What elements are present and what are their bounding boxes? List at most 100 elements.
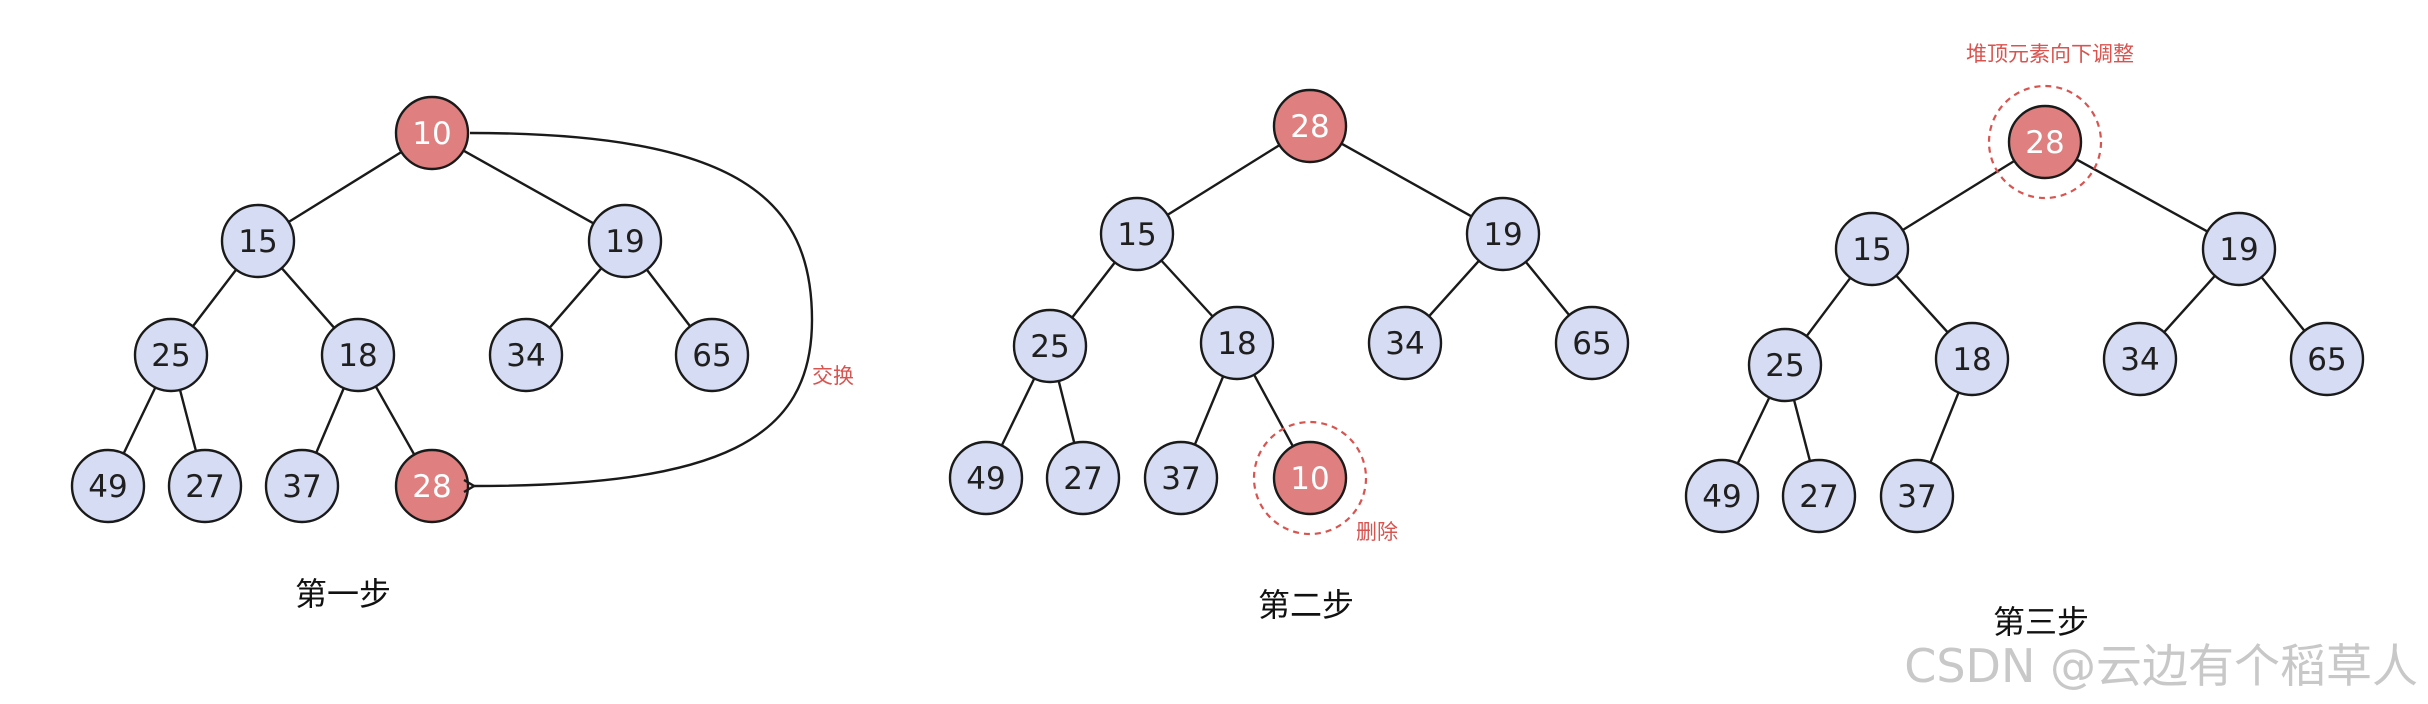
node-circle [488, 317, 564, 393]
node-value: 27 [1063, 461, 1102, 497]
tree-edge [645, 268, 692, 328]
tree-edge [2260, 276, 2306, 332]
node-circle [167, 448, 243, 524]
node-value: 28 [412, 469, 451, 505]
node-circle [1272, 88, 1348, 164]
node-value: 18 [338, 338, 377, 374]
node-circle [1934, 321, 2010, 397]
node-circle [1781, 458, 1857, 534]
node-value: 49 [88, 469, 127, 505]
node-circle [1272, 440, 1348, 516]
heap-node: 65 [1554, 305, 1630, 381]
heap-node: 28 [2007, 104, 2083, 180]
tree-edge [1057, 380, 1076, 444]
tree-edge [1792, 399, 1812, 462]
tree-edge [122, 386, 157, 455]
node-circle [1834, 211, 1910, 287]
heap-node: 65 [2289, 321, 2365, 397]
node-circle [2201, 211, 2277, 287]
node-circle [587, 203, 663, 279]
heap-node: 27 [167, 448, 243, 524]
tree-edge [374, 385, 416, 456]
swap-arrow [470, 131, 814, 486]
heap-node: 28 [394, 448, 470, 524]
node-value: 28 [2025, 125, 2064, 161]
node-circle [220, 203, 296, 279]
tree-edge [315, 387, 345, 454]
tree-edge [1428, 259, 1480, 318]
heap-node: 10 [394, 95, 470, 171]
node-value: 19 [2219, 232, 2258, 268]
tree-edge [462, 149, 595, 225]
node-value: 27 [1799, 479, 1838, 515]
tree-edge [1805, 277, 1852, 337]
node-value: 49 [1702, 479, 1741, 515]
node-circle [2007, 104, 2083, 180]
node-circle [1684, 458, 1760, 534]
node-value: 25 [1765, 348, 1804, 384]
tree-edge [1000, 377, 1036, 447]
heap-node: 19 [1465, 196, 1541, 272]
node-value: 18 [1952, 342, 1991, 378]
heap-node: 15 [1834, 211, 1910, 287]
sift-down-highlight-ring [1987, 84, 2103, 200]
sift-down-label: 堆顶元素向下调整 [1966, 42, 2134, 66]
heap-node: 37 [1143, 440, 1219, 516]
tree-edge [1340, 142, 1473, 218]
heap-node: 18 [1199, 305, 1275, 381]
tree-edge [548, 267, 603, 329]
heap-node: 28 [1272, 88, 1348, 164]
tree-edge [1901, 159, 2016, 232]
heap-node: 49 [1684, 458, 1760, 534]
node-value: 65 [1572, 326, 1611, 362]
node-circle [320, 317, 396, 393]
heap-node: 19 [587, 203, 663, 279]
heap-node: 25 [1747, 327, 1823, 403]
node-value: 10 [412, 116, 451, 152]
node-value: 15 [1117, 217, 1156, 253]
node-value: 18 [1217, 326, 1256, 362]
tree-edge [1895, 274, 1949, 334]
node-circle [1143, 440, 1219, 516]
node-value: 49 [966, 461, 1005, 497]
node-circle [1367, 305, 1443, 381]
node-circle [948, 440, 1024, 516]
node-circle [1099, 196, 1175, 272]
tree-edge [280, 267, 336, 329]
heap-node: 34 [488, 317, 564, 393]
node-value: 34 [1385, 326, 1424, 362]
node-circle [1045, 440, 1121, 516]
heap-node: 65 [674, 317, 750, 393]
heap-node: 19 [2201, 211, 2277, 287]
step-caption: 第二步 [1258, 586, 1354, 624]
node-value: 34 [2120, 342, 2159, 378]
node-circle [394, 95, 470, 171]
node-circle [133, 317, 209, 393]
step-caption: 第三步 [1993, 603, 2089, 641]
swap-label: 交换 [812, 364, 854, 388]
node-value: 19 [605, 224, 644, 260]
node-value: 27 [185, 469, 224, 505]
heap-node: 49 [948, 440, 1024, 516]
tree-edge [1160, 259, 1214, 318]
node-value: 15 [238, 224, 277, 260]
tree-edge [1193, 375, 1225, 446]
heap-node: 10 [1272, 440, 1348, 516]
tree-edge [1166, 144, 1281, 216]
step-caption: 第一步 [295, 575, 391, 613]
tree-edge [1253, 374, 1294, 447]
node-value: 10 [1290, 461, 1329, 497]
tree-edge [1071, 261, 1116, 319]
node-circle [1554, 305, 1630, 381]
node-value: 65 [692, 338, 731, 374]
node-value: 37 [1161, 461, 1200, 497]
tree-edge [1736, 396, 1771, 465]
node-value: 34 [506, 338, 545, 374]
heap-node: 27 [1781, 458, 1857, 534]
delete-label: 删除 [1356, 520, 1398, 544]
heap-node: 34 [1367, 305, 1443, 381]
heap-node: 18 [1934, 321, 2010, 397]
